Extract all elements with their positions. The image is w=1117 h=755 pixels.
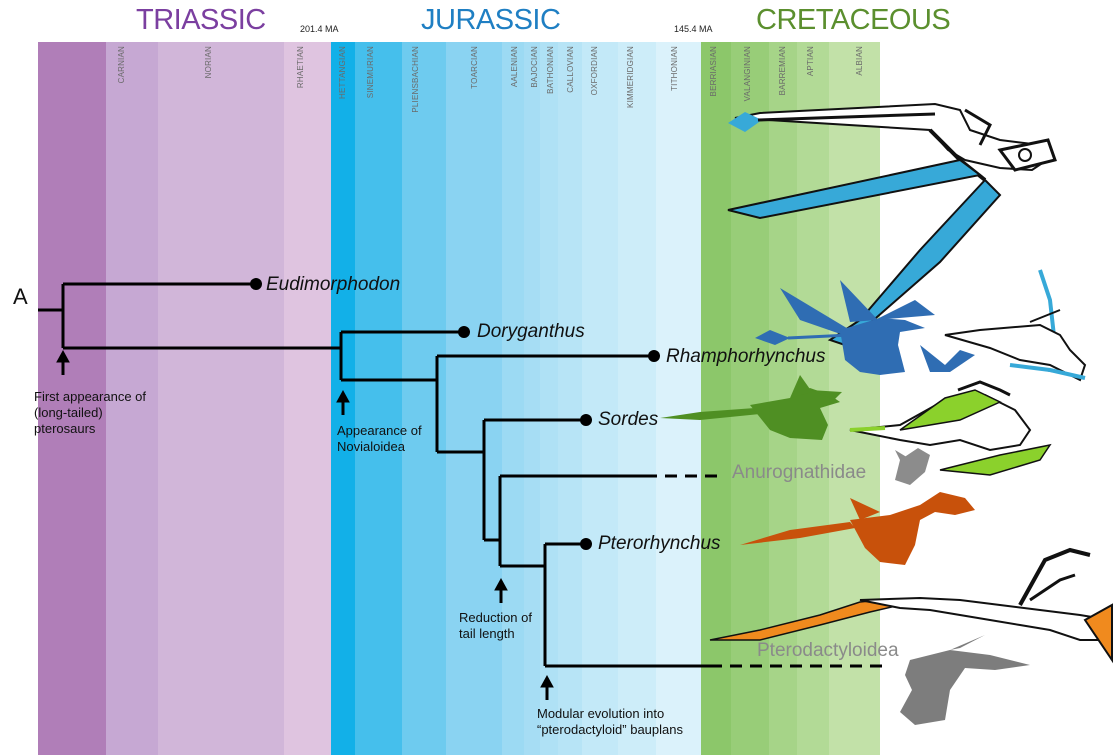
arrow-up-icon [541,676,553,700]
pterorhynchus-silhouette [740,492,975,565]
anurognathid-silhouette [895,448,930,485]
taxon-label-sordes: Sordes [598,409,658,431]
arrow-up-icon [495,579,507,603]
taxon-label-pterorhynchus: Pterorhynchus [598,533,721,555]
annotation-first-appearance: First appearance of (long-tailed) pteros… [34,389,146,437]
tip-dot-pterorhynchus [580,538,592,550]
taxon-label-doryganthus: Doryganthus [477,321,585,343]
clade-label-anurognathidae: Anurognathidae [732,462,866,484]
sordes-skeleton [850,382,1050,475]
clade-label-pterodactyloidea: Pterodactyloidea [757,640,899,662]
annotation-novialoidea: Appearance of Novialoidea [337,423,422,455]
annotation-modular-evolution: Modular evolution into “pterodactyloid” … [537,706,683,738]
root-label: A [13,284,28,310]
annotation-tail-reduction: Reduction of tail length [459,610,532,642]
tip-dot-rhamphorhynchus [648,350,660,362]
tip-dot-eudimorphodon [250,278,262,290]
tip-dot-doryganthus [458,326,470,338]
arrow-up-icon [57,351,69,375]
pterosaur-skeleton-large [728,104,1055,345]
taxon-label-rhamphorhynchus: Rhamphorhynchus [666,346,825,368]
pterodactyloid-silhouette [900,635,1030,725]
sordes-silhouette [660,375,842,440]
tip-dot-sordes [580,414,592,426]
rhamphorhynchus-skeleton [945,270,1085,380]
arrow-up-icon [337,391,349,415]
taxon-label-eudimorphodon: Eudimorphodon [266,274,400,296]
